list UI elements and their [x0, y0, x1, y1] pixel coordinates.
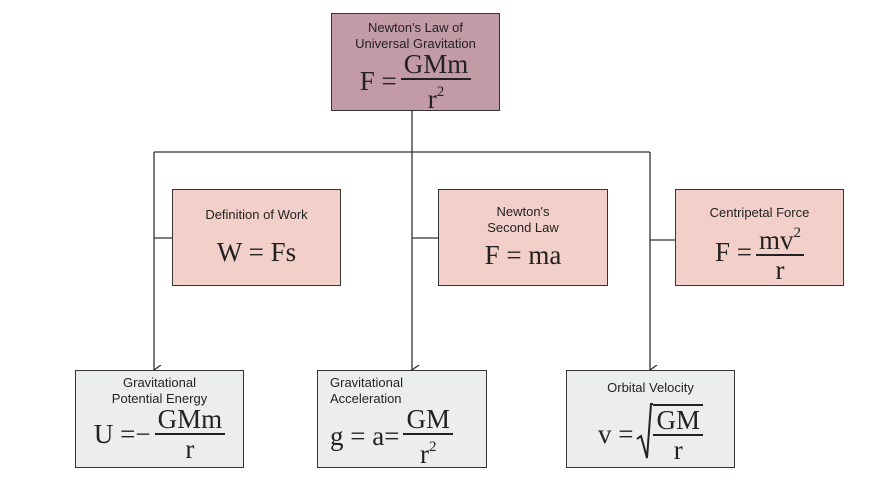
node-title: Newton's Law of Universal Gravitation	[355, 20, 476, 51]
equation-fraction: GM r	[653, 404, 703, 464]
gravitational-acceleration-node: Gravitational Acceleration g = a= GM r2	[317, 370, 487, 468]
denominator-base: r	[419, 439, 429, 469]
radical: GM r	[636, 403, 703, 464]
fraction-numerator: mv2	[755, 221, 804, 256]
square-root-sign	[636, 403, 654, 459]
fraction-denominator: r2	[428, 80, 445, 113]
equation-lhs: g = a=	[330, 421, 400, 451]
orbital-velocity-equation: v = GM r	[598, 403, 703, 464]
newtons-second-law-node: Newton's Second Law F = ma	[438, 189, 608, 286]
node-title: Centripetal Force	[709, 205, 810, 220]
equation-fraction: GMm r2	[400, 50, 472, 113]
newtons-law-gravitation-node: Newton's Law of Universal Gravitation F …	[331, 13, 500, 113]
fraction-denominator: r2	[420, 435, 437, 468]
fraction-denominator: r	[775, 255, 785, 285]
fraction-numerator: GM	[403, 405, 453, 435]
node-title: Definition of Work	[205, 207, 308, 222]
centripetal-force-node: Centripetal Force F = mv2 r	[675, 189, 844, 286]
fraction-numerator: GMm	[154, 405, 226, 435]
orbital-velocity-node: Orbital Velocity v = GM r	[566, 370, 735, 468]
node-title: Gravitational Potential Energy	[111, 375, 208, 406]
work-equation: W = Fs	[216, 237, 297, 267]
potential-energy-equation: U =− GMm r	[93, 405, 226, 464]
node-title: Gravitational Acceleration	[330, 375, 403, 406]
fraction-denominator: r	[673, 435, 683, 465]
second-law-equation: F = ma	[484, 240, 562, 270]
equation-fraction: GM r2	[403, 405, 453, 468]
equation-fraction: mv2 r	[755, 221, 804, 285]
fraction-denominator: r	[185, 434, 195, 464]
equation-lhs: U =−	[93, 418, 151, 449]
definition-of-work-node: Definition of Work W = Fs	[172, 189, 341, 286]
node-title: Newton's Second Law	[487, 204, 559, 235]
equation-lhs: F =	[359, 66, 397, 96]
centripetal-equation: F = mv2 r	[715, 221, 804, 284]
acceleration-equation: g = a= GM r2	[330, 405, 453, 468]
equation-lhs: F =	[714, 237, 752, 267]
numerator-base: mv	[758, 225, 794, 255]
denominator-base: r	[427, 84, 437, 114]
equation-fraction: GMm r	[154, 405, 226, 464]
gravitational-potential-energy-node: Gravitational Potential Energy U =− GMm …	[75, 370, 244, 468]
exponent: 2	[436, 84, 445, 100]
fraction-numerator: GM	[653, 406, 703, 436]
node-title: Orbital Velocity	[607, 380, 694, 395]
exponent: 2	[428, 439, 437, 455]
gravitation-equation: F = GMm r2	[360, 50, 472, 113]
exponent: 2	[793, 225, 802, 241]
fraction-numerator: GMm	[400, 50, 472, 80]
equation-lhs: v =	[598, 418, 634, 449]
